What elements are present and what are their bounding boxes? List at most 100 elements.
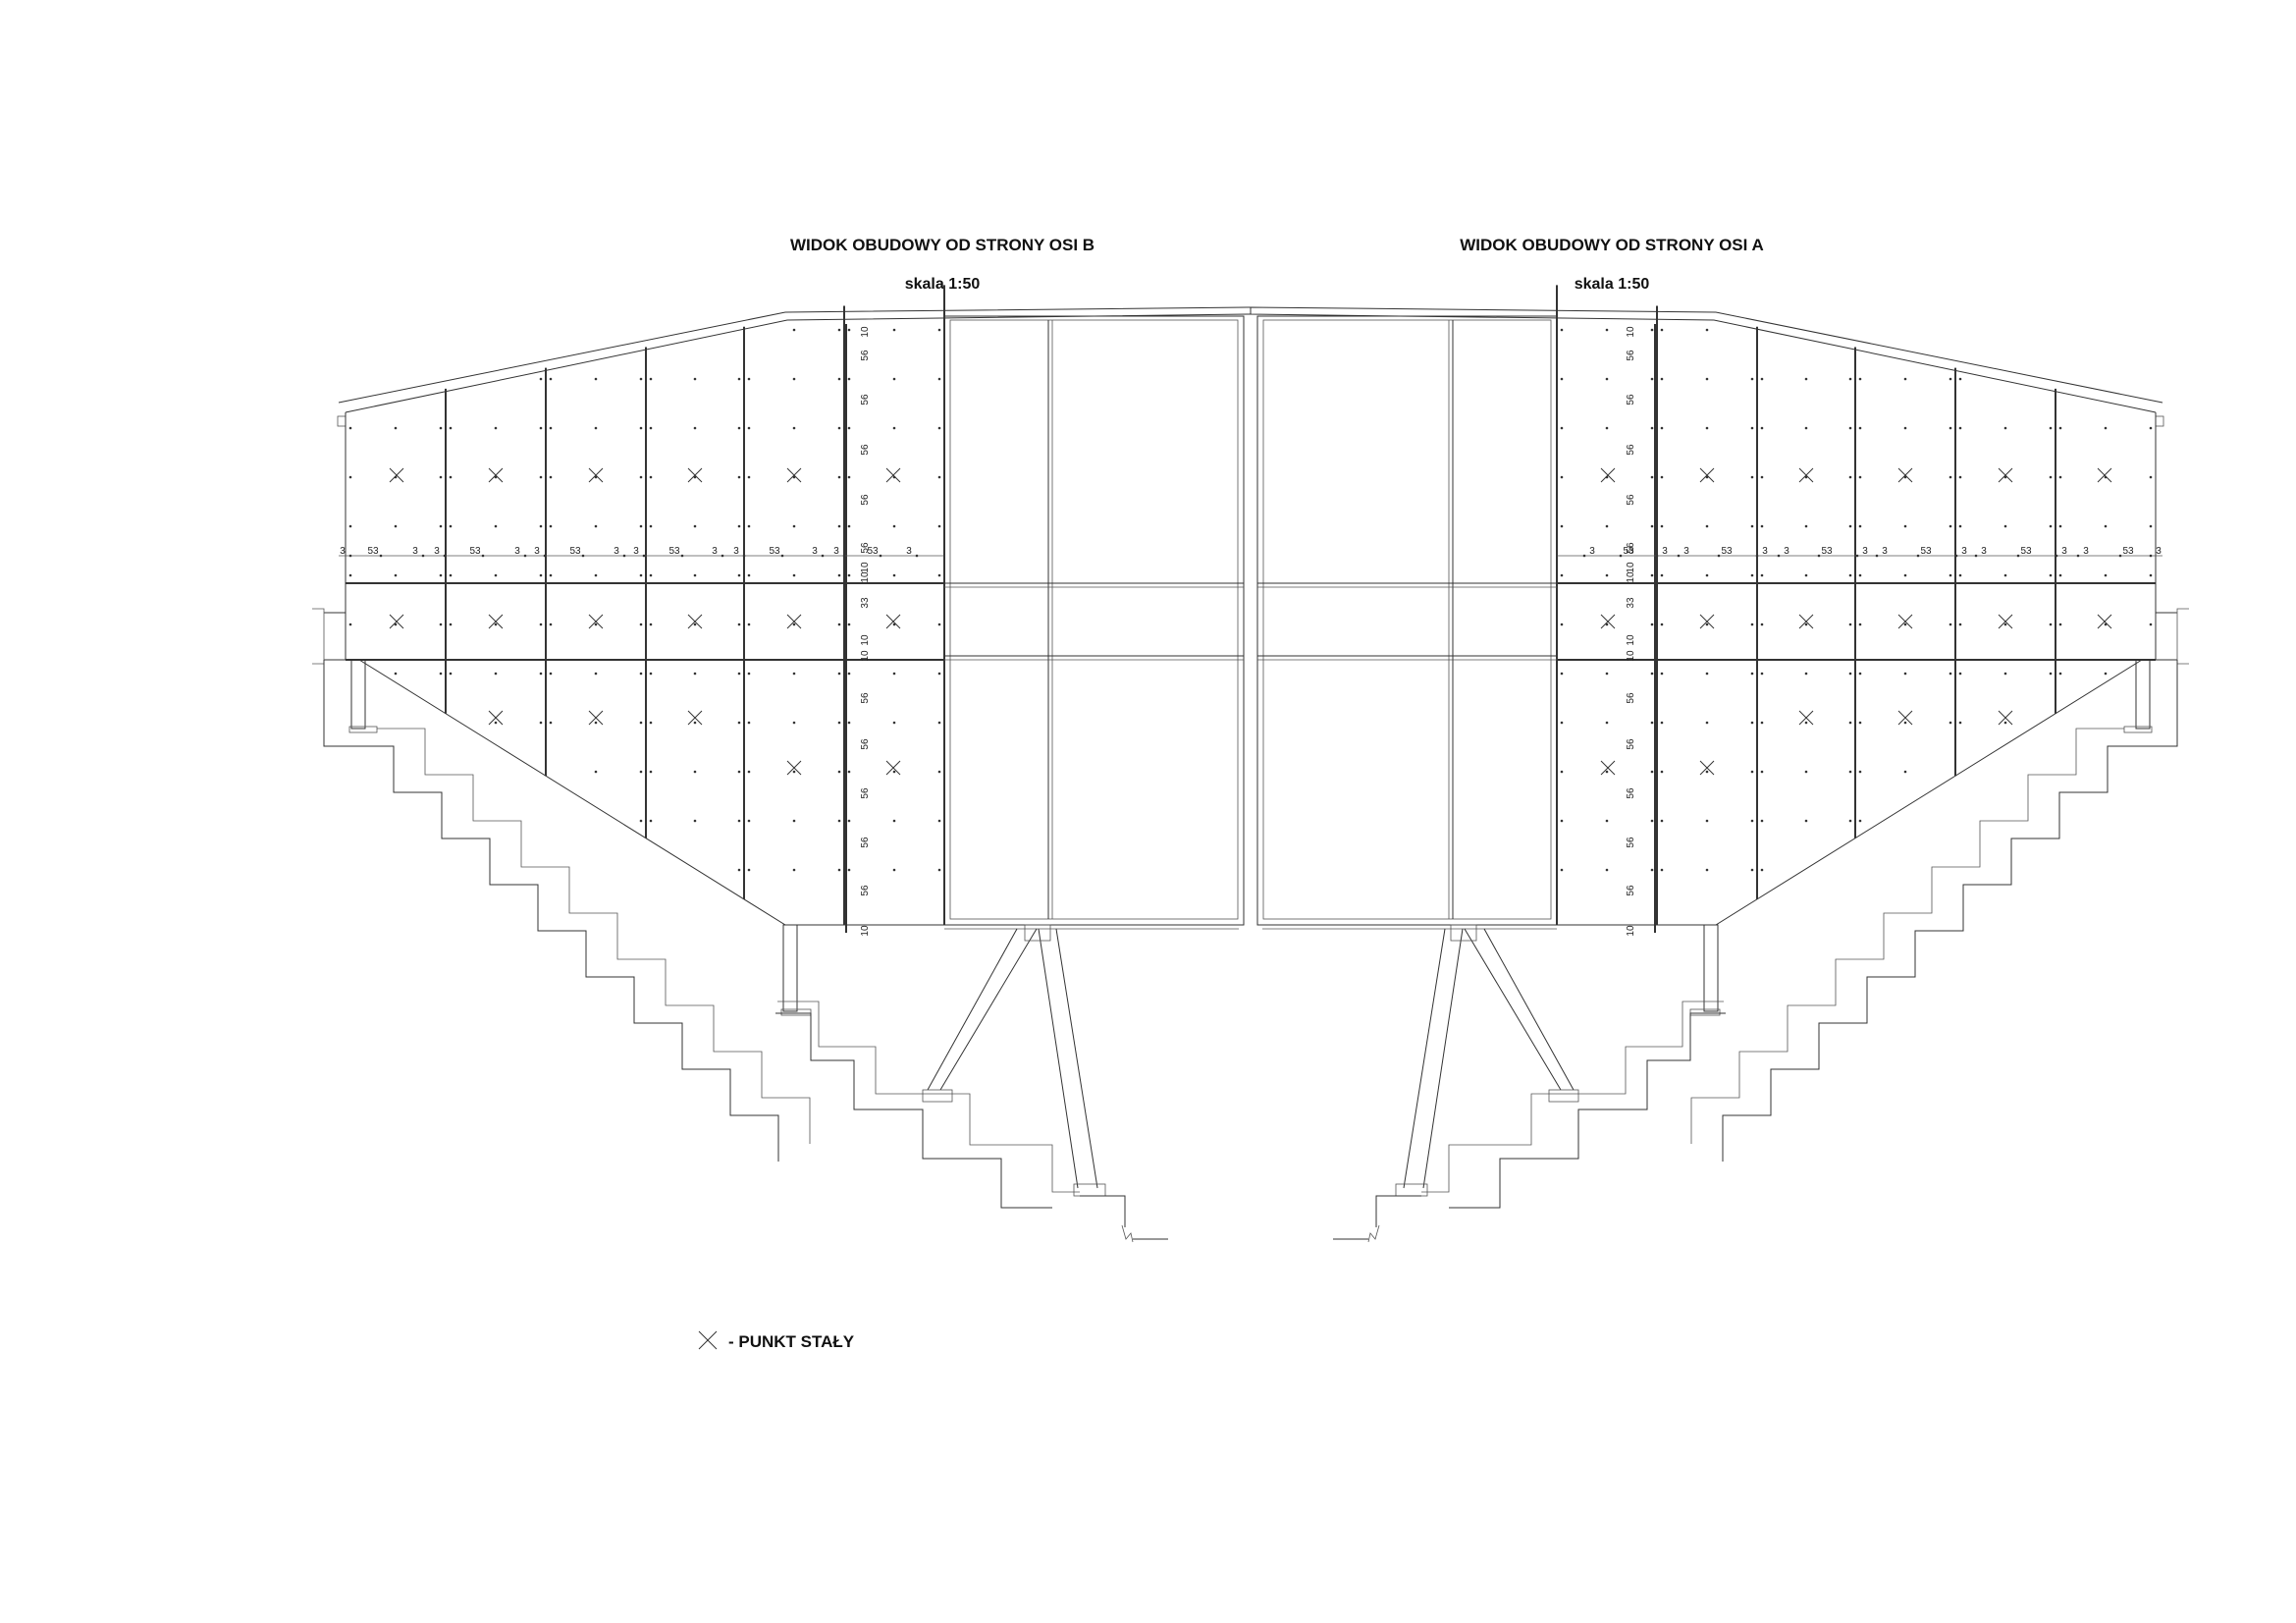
fixed-point-x-mark [786, 614, 802, 629]
fastener-dot [737, 475, 741, 479]
fastener-dot [792, 524, 796, 528]
dimension-label: 53 [367, 546, 379, 557]
fastener-dot [1848, 573, 1852, 577]
fastener-dot [1750, 426, 1754, 430]
fastener-dot [1650, 426, 1654, 430]
dimension-label: 56 [1626, 350, 1636, 361]
fastener-dot [1848, 622, 1852, 626]
fastener-dot [737, 622, 741, 626]
fixed-point-x-mark [885, 760, 901, 776]
fastener-dot [1760, 721, 1764, 725]
fastener-dot [837, 819, 841, 823]
fastener-dot [1750, 721, 1754, 725]
fastener-dot [2049, 475, 2053, 479]
fastener-dot [1949, 475, 1952, 479]
dimension-label: 56 [860, 837, 871, 848]
fastener-dot [847, 328, 851, 332]
fastener-dot [847, 524, 851, 528]
fastener-dot [693, 721, 697, 725]
view-scale-osi-a: skala 1:50 [1575, 276, 1650, 293]
fastener-dot [1858, 721, 1862, 725]
fastener-dot [639, 426, 643, 430]
dimension-label: 3 [712, 546, 718, 557]
dimension-label: 56 [1626, 837, 1636, 848]
dimension-label: 10 [860, 562, 871, 573]
fastener-dot [1760, 426, 1764, 430]
fastener-dot [1650, 672, 1654, 676]
fastener-dot [1560, 573, 1564, 577]
fastener-dot [2149, 524, 2153, 528]
fastener-dot [1760, 868, 1764, 872]
fastener-dot [693, 573, 697, 577]
fastener-dot [1760, 819, 1764, 823]
fastener-dot [1660, 868, 1664, 872]
roof-edge [1250, 306, 2163, 413]
fastener-dot [2058, 475, 2062, 479]
fastener-dot [1760, 573, 1764, 577]
fastener-dot [622, 554, 626, 558]
elevation-view-osi-a: 3533353335333533353335331056565656561010… [1250, 285, 2189, 1243]
fastener-dot [394, 524, 398, 528]
fastener-dot [1958, 426, 1962, 430]
fastener-dot [792, 426, 796, 430]
fastener-dot [594, 770, 598, 774]
dimension-label: 10 [860, 634, 871, 646]
fastener-dot [937, 868, 941, 872]
fastener-dot [1605, 868, 1609, 872]
fixed-point-x-mark [588, 614, 604, 629]
dimension-label: 56 [1626, 494, 1636, 506]
x-mark-stroke [2097, 614, 2112, 629]
fastener-dot [937, 573, 941, 577]
fastener-dot [2049, 573, 2053, 577]
fastener-dot [747, 573, 751, 577]
fastener-dot [1605, 770, 1609, 774]
fastener-dot [1660, 426, 1664, 430]
fixed-point-x-mark [1798, 710, 1814, 726]
fastener-dot [1760, 622, 1764, 626]
dimension-label: 10 [1626, 562, 1636, 573]
fastener-dot [693, 622, 697, 626]
dimension-label: 56 [860, 444, 871, 456]
fastener-dot [1750, 622, 1754, 626]
fastener-dot [494, 573, 498, 577]
fastener-dot [837, 475, 841, 479]
fastener-dot [439, 475, 443, 479]
fastener-dot [1560, 328, 1564, 332]
fastener-dot [847, 819, 851, 823]
fixed-point-x-mark [488, 614, 504, 629]
fastener-dot [1903, 573, 1907, 577]
fixed-point-x-mark [1699, 467, 1715, 483]
fastener-dot [1717, 554, 1721, 558]
fastener-dot [2149, 554, 2153, 558]
fastener-dot [639, 721, 643, 725]
fastener-dot [837, 377, 841, 381]
x-mark-stroke [1998, 710, 2013, 726]
fastener-dot [747, 721, 751, 725]
fastener-dot [2118, 554, 2122, 558]
dimension-label: 3 [812, 546, 818, 557]
fastener-dot [1949, 622, 1952, 626]
fastener-dot [1560, 770, 1564, 774]
fastener-dot [1705, 328, 1709, 332]
x-mark-stroke [1998, 467, 2013, 483]
fastener-dot [494, 721, 498, 725]
fastener-dot [1848, 819, 1852, 823]
dimension-label: 56 [1626, 394, 1636, 406]
post-base-plate [2123, 726, 2153, 733]
fixed-point-x-mark [786, 760, 802, 776]
fastener-dot [937, 524, 941, 528]
fastener-dot [1705, 819, 1709, 823]
fastener-dot [449, 524, 453, 528]
fastener-dot [1804, 622, 1808, 626]
fastener-dot [1750, 819, 1754, 823]
dimension-label: 3 [534, 546, 540, 557]
fastener-dot [837, 573, 841, 577]
fastener-dot [747, 672, 751, 676]
strut-base-plate [922, 1089, 953, 1103]
fastener-dot [549, 721, 553, 725]
fastener-dot [2149, 622, 2153, 626]
fastener-dot [494, 426, 498, 430]
fastener-dot [1848, 770, 1852, 774]
